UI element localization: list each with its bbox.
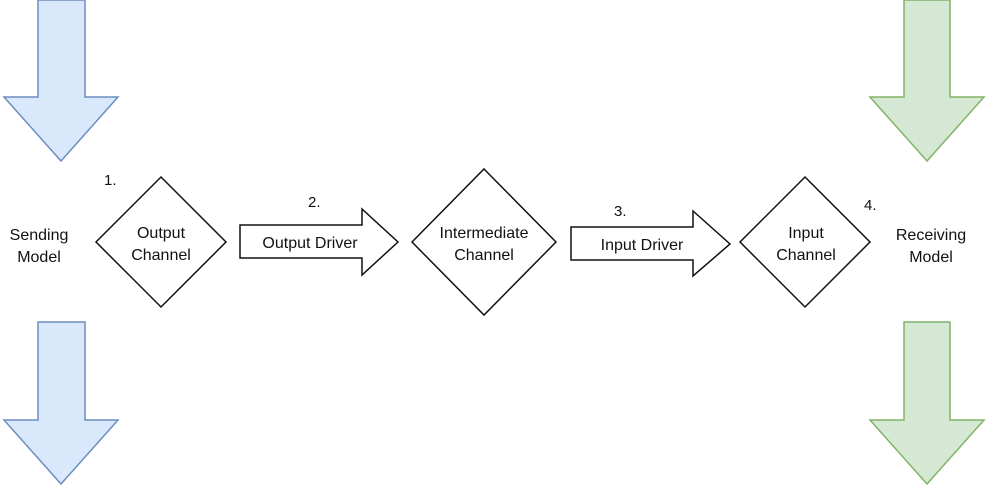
sending-bottom-down-arrow <box>2 321 120 485</box>
sending-model-label-line1: Sending <box>10 227 69 244</box>
receiving-model-label-line1: Receiving <box>896 227 966 244</box>
step-2-label: 2. <box>308 194 321 211</box>
receiving-bottom-down-arrow <box>868 321 986 485</box>
input-driver-label: Input Driver <box>601 237 684 254</box>
sending-top-down-arrow <box>2 0 120 163</box>
input-channel-diamond <box>738 175 872 309</box>
step-1-label: 1. <box>104 172 117 189</box>
step-4-label: 4. <box>864 197 877 214</box>
output-channel-label-line1: Output <box>137 225 186 242</box>
input-channel-label-line1: Input <box>788 225 824 242</box>
input-driver-arrow <box>570 209 732 278</box>
output-channel-diamond <box>94 175 228 309</box>
output-driver-label: Output Driver <box>262 235 358 252</box>
input-channel-label-line2: Channel <box>776 247 836 264</box>
output-channel-label-line2: Channel <box>131 247 191 264</box>
step-3-label: 3. <box>614 203 627 220</box>
receiving-model-label-line2: Model <box>909 249 953 266</box>
receiving-top-down-arrow <box>868 0 986 163</box>
intermediate-channel-diamond <box>410 167 558 317</box>
intermediate-channel-label-line2: Channel <box>454 247 514 264</box>
intermediate-channel-label-line1: Intermediate <box>440 225 529 242</box>
sending-model-label-line2: Model <box>17 249 61 266</box>
output-driver-arrow <box>239 207 400 277</box>
